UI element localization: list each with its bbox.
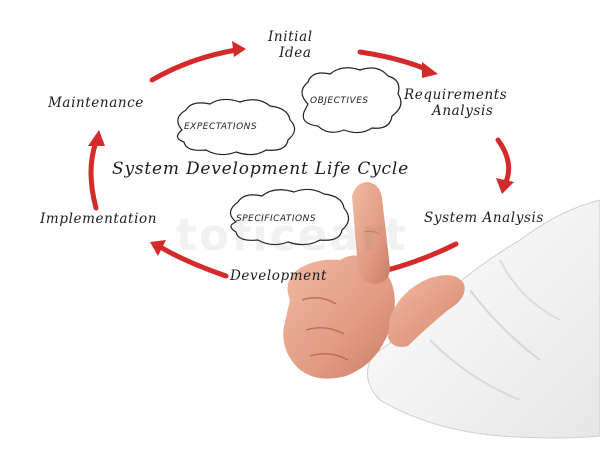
arrow-development-to-implementation (159, 245, 229, 279)
arrow-initial-to-requirements (357, 49, 431, 73)
stage-requirements-line2: Analysis (432, 102, 494, 119)
arrow-implementation-to-maintenance (88, 139, 99, 211)
arrowhead-system (496, 178, 514, 194)
cloud-expectations-label: EXPECTATIONS (184, 122, 258, 132)
cloud-expectations-shape (176, 98, 296, 156)
hand-illustration (283, 182, 600, 439)
cloud-specifications-label: SPECIFICATIONS (236, 214, 317, 224)
stage-requirements-analysis: Requirements Analysis (404, 87, 508, 119)
center-title: System Development Life Cycle (112, 159, 409, 179)
stage-development: Development (230, 268, 328, 284)
stage-requirements-line1: Requirements (404, 87, 508, 103)
hand-palm (283, 255, 395, 379)
arrowhead-requirements (422, 62, 438, 78)
arrow-requirements-to-system (495, 137, 512, 185)
stage-system-analysis: System Analysis (424, 210, 544, 226)
stage-maintenance: Maintenance (48, 95, 144, 111)
stage-initial-idea: Initial Idea (268, 29, 313, 61)
cycle-arrows (88, 41, 514, 280)
cloud-objectives-label: OBJECTIVES (310, 96, 369, 106)
arrowhead-maintenance (88, 130, 105, 146)
hand-index-finger (352, 182, 390, 284)
stage-initial-line2: Idea (279, 44, 312, 61)
stage-implementation: Implementation (40, 211, 158, 227)
arrow-system-to-development (377, 241, 459, 275)
hand-thumb (388, 275, 465, 347)
cloud-objectives-shape (301, 67, 402, 134)
cloud-specifications-shape (229, 188, 350, 246)
arrow-maintenance-to-initial (149, 47, 239, 83)
arrowhead-implementation (150, 240, 166, 256)
arrowhead-initial (232, 41, 246, 57)
stage-initial-line1: Initial (268, 29, 313, 45)
